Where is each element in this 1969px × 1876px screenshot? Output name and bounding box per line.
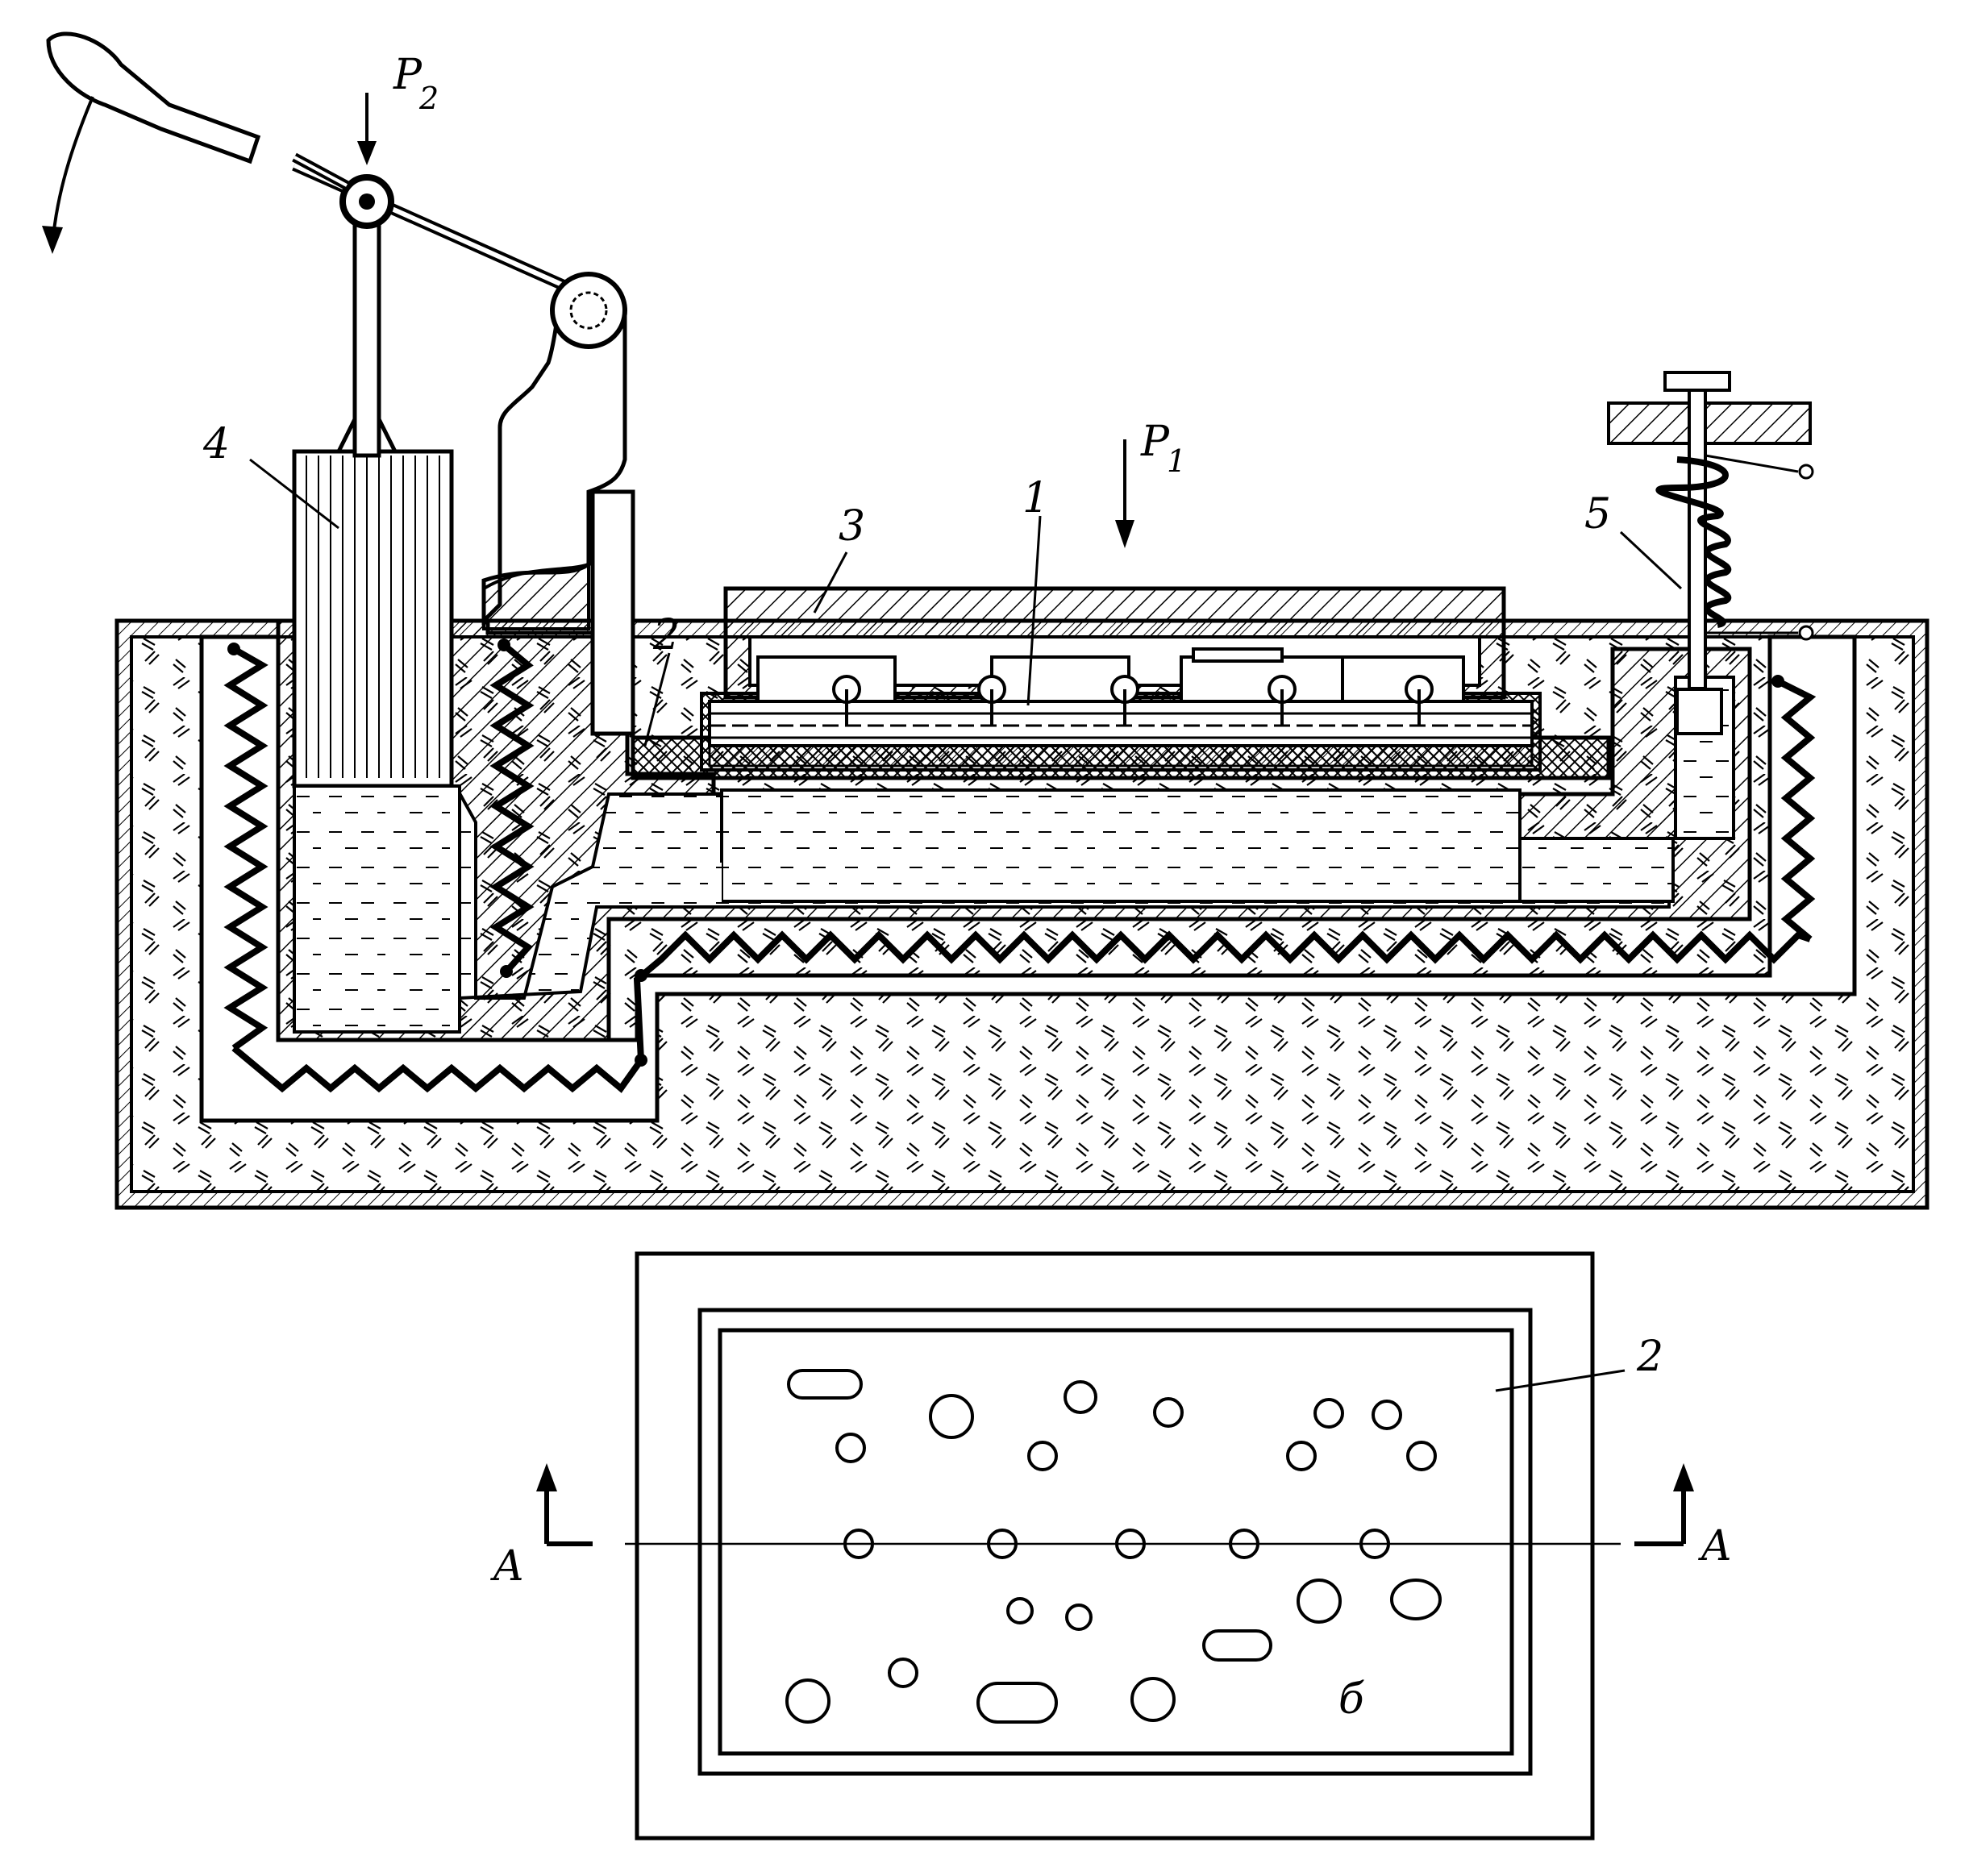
- heating-element-bottom: [231, 1045, 644, 1093]
- plan-view: 2 A A б: [490, 1251, 1732, 1841]
- label-p2: P: [393, 51, 423, 99]
- valve-spring: [1655, 456, 1732, 628]
- plunger-rod: [352, 219, 381, 458]
- side-fluid-chamber: [1518, 837, 1675, 903]
- plan-label-2: 2: [1636, 1333, 1663, 1381]
- heating-element-left: [223, 646, 268, 1051]
- label-p2-sub: 2: [418, 81, 439, 116]
- label-3: 3: [839, 502, 865, 551]
- valve-knob: [1663, 371, 1731, 392]
- lever-motion-arrow: [51, 96, 94, 247]
- label-p1: P: [1140, 418, 1170, 466]
- fluid-chamber: [720, 788, 1522, 903]
- label-1: 1: [1022, 474, 1049, 522]
- lever-handle: [46, 31, 261, 164]
- label-p1-sub: 1: [1167, 443, 1186, 479]
- label-4: 4: [202, 420, 230, 468]
- valve-stem-5: [1688, 389, 1707, 690]
- view-label-b: б: [1338, 1675, 1364, 1724]
- press-section-view: P 2 P 1 1 2 3 4 5: [42, 31, 1929, 1210]
- label-2: 2: [652, 611, 680, 659]
- plunger-cylinder-4: [292, 449, 454, 788]
- plan-leader-2: [1495, 1369, 1626, 1392]
- channel-fluid: [597, 863, 722, 903]
- plunger-fluting: [306, 455, 440, 778]
- section-label-right: A: [1698, 1522, 1732, 1570]
- label-5: 5: [1584, 490, 1611, 539]
- cylinder-fluid: [293, 784, 461, 1034]
- valve-bracket: [1607, 401, 1812, 445]
- board-components: [756, 647, 1465, 726]
- heating-element-center: [633, 930, 1812, 1061]
- lever-pivot: [550, 272, 627, 349]
- section-label-left: A: [490, 1542, 524, 1591]
- plan-component-holes: [785, 1369, 1442, 1724]
- heating-element-right: [1776, 678, 1817, 942]
- circuit-board-1: [708, 700, 1534, 747]
- leader-lines: [249, 458, 1683, 747]
